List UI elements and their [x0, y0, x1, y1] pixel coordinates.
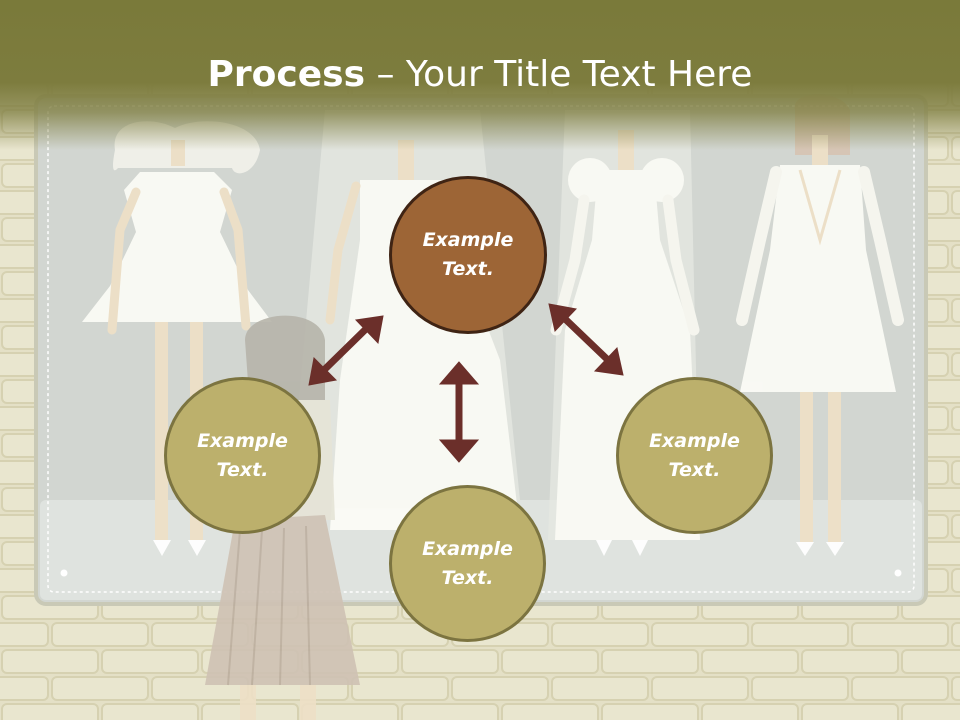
node-right-line2: Text. [668, 458, 721, 481]
node-top-line1: Example [422, 229, 514, 251]
process-node-left[interactable]: Example Text. [164, 377, 321, 534]
arrow-top-right [548, 303, 624, 376]
node-right-line1: Example [649, 429, 740, 452]
node-left-line2: Text. [216, 458, 269, 481]
title-bar [0, 0, 960, 150]
arrow-top-left [308, 315, 384, 386]
title-rest: – Your Title Text Here [365, 54, 753, 95]
node-bottom-line2: Text. [441, 566, 494, 589]
process-node-right[interactable]: Example Text. [616, 377, 773, 534]
node-top-line2: Text. [442, 258, 494, 280]
process-node-top[interactable]: Example Text. [389, 176, 547, 334]
connector-arrows [308, 303, 624, 463]
dress-figure-4 [736, 94, 904, 556]
arrow-vertical [438, 361, 480, 463]
slide-title: Process – Your Title Text Here [0, 52, 960, 98]
node-bottom-line1: Example [422, 537, 513, 560]
title-bold: Process [207, 54, 366, 95]
process-node-bottom[interactable]: Example Text. [389, 485, 546, 642]
node-left-line1: Example [197, 429, 288, 452]
